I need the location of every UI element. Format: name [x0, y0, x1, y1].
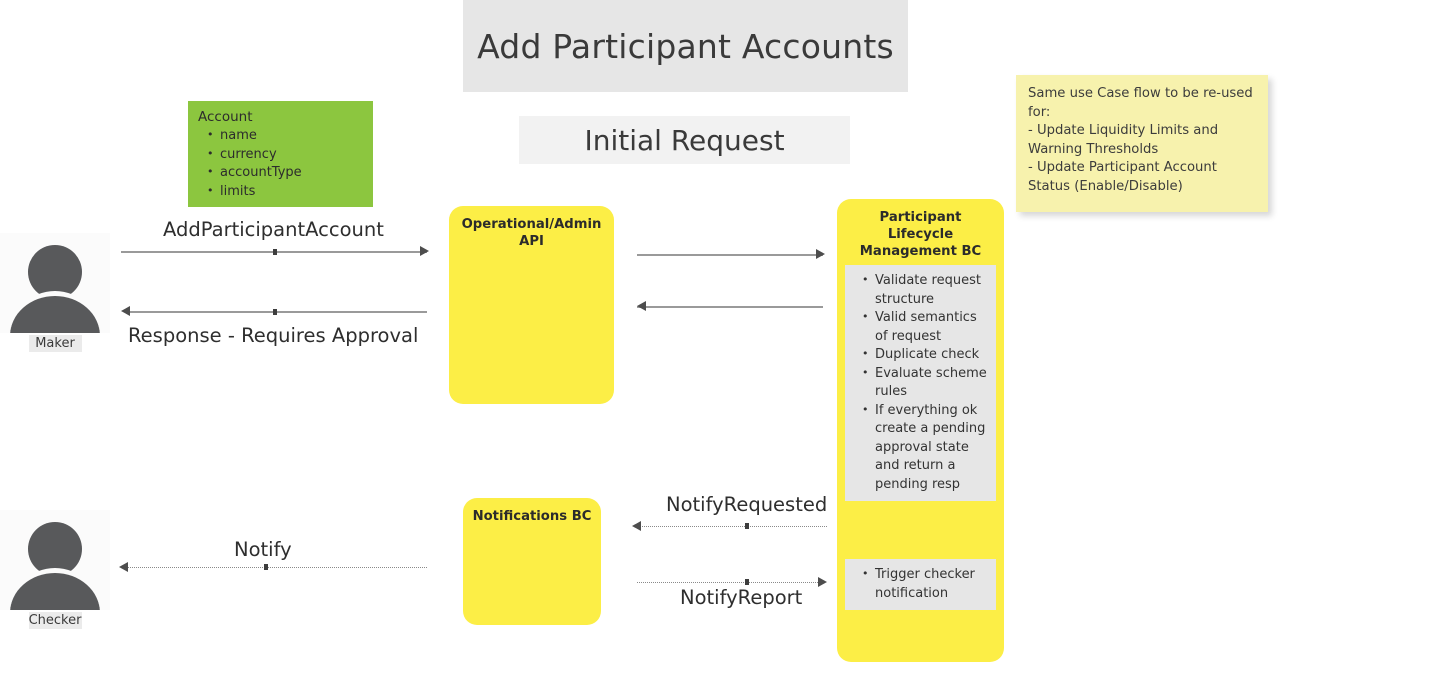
plm-step-list-secondary: Trigger checker notification: [845, 565, 992, 603]
component-title: Notifications BC: [472, 509, 592, 524]
list-item: limits: [207, 182, 373, 202]
person-icon-body: [10, 568, 100, 610]
message-label-notify-report: NotifyReport: [680, 586, 803, 609]
actor-label: Checker: [28, 612, 82, 629]
list-item: name: [207, 126, 373, 146]
message-arrow-api-to-plm: [637, 254, 823, 256]
list-item: Validate request structure: [862, 271, 992, 309]
note-inner-secondary: Trigger checker notification: [845, 559, 996, 610]
actor-label: Maker: [28, 335, 82, 352]
list-item: Trigger checker notification: [862, 565, 992, 603]
plm-secondary-steps: Trigger checker notification: [837, 559, 1004, 610]
arrowhead-right-icon: [420, 246, 429, 256]
message-label-response-requires-approval: Response - Requires Approval: [128, 324, 419, 347]
message-label-notify: Notify: [234, 538, 292, 561]
arrow-midpoint-marker: [745, 523, 749, 529]
component-operational-admin-api: Operational/Admin API: [449, 206, 614, 404]
arrowhead-left-icon: [119, 562, 128, 572]
message-label-notify-requested: NotifyRequested: [666, 493, 828, 516]
list-item: currency: [207, 145, 373, 165]
arrow-midpoint-marker: [273, 249, 277, 255]
list-item: accountType: [207, 163, 373, 183]
arrowhead-right-icon: [816, 249, 825, 259]
diagram-subtitle: Initial Request: [519, 116, 850, 164]
message-arrow-notify-requested: [637, 526, 827, 527]
arrow-midpoint-marker: [273, 309, 277, 315]
account-field-list: name currency accountType limits: [198, 126, 373, 202]
person-icon: [0, 233, 110, 333]
list-item: Valid semantics of request: [862, 308, 992, 346]
note-inner-primary: Validate request structure Valid semanti…: [845, 265, 996, 501]
message-arrow-plm-to-api: [637, 306, 823, 308]
arrowhead-left-icon: [121, 306, 130, 316]
sticky-note-line: Same use Case flow to be re-used for:: [1028, 86, 1257, 120]
arrowhead-left-icon: [637, 301, 646, 311]
diagram-title: Add Participant Accounts: [463, 0, 908, 92]
plm-primary-steps: Validate request structure Valid semanti…: [837, 265, 1004, 501]
message-arrow-notify: [124, 567, 427, 568]
plm-step-list: Validate request structure Valid semanti…: [845, 271, 992, 495]
list-item: Duplicate check: [862, 345, 992, 365]
sticky-note: Same use Case flow to be re-used for: - …: [1016, 75, 1268, 212]
message-arrow-response-requires-approval: [128, 311, 427, 313]
account-payload-card: Account name currency accountType limits: [188, 101, 373, 207]
arrow-midpoint-marker: [745, 579, 749, 585]
account-card-header: Account: [198, 109, 253, 125]
person-icon-head: [28, 522, 82, 576]
arrowhead-left-icon: [632, 521, 641, 531]
component-title: Participant Lifecycle Management BC: [859, 210, 982, 259]
arrow-midpoint-marker: [264, 564, 268, 570]
person-icon: [0, 510, 110, 610]
list-item: If everything ok create a pending approv…: [862, 401, 992, 495]
message-label-add-participant-account: AddParticipantAccount: [163, 218, 384, 241]
component-title: Operational/Admin API: [461, 217, 602, 249]
person-icon-head: [28, 245, 82, 299]
actor-checker: Checker: [0, 510, 110, 629]
actor-maker: Maker: [0, 233, 110, 352]
sticky-note-line: - Update Participant Account Status (Ena…: [1028, 160, 1222, 194]
sticky-note-line: - Update Liquidity Limits and Warning Th…: [1028, 123, 1223, 157]
component-notifications-bc: Notifications BC: [463, 498, 601, 625]
message-arrow-notify-report: [637, 582, 822, 583]
person-icon-body: [10, 291, 100, 333]
component-participant-lifecycle-management-bc: Participant Lifecycle Management BC Vali…: [837, 199, 1004, 662]
arrowhead-right-icon: [818, 577, 827, 587]
list-item: Evaluate scheme rules: [862, 364, 992, 402]
